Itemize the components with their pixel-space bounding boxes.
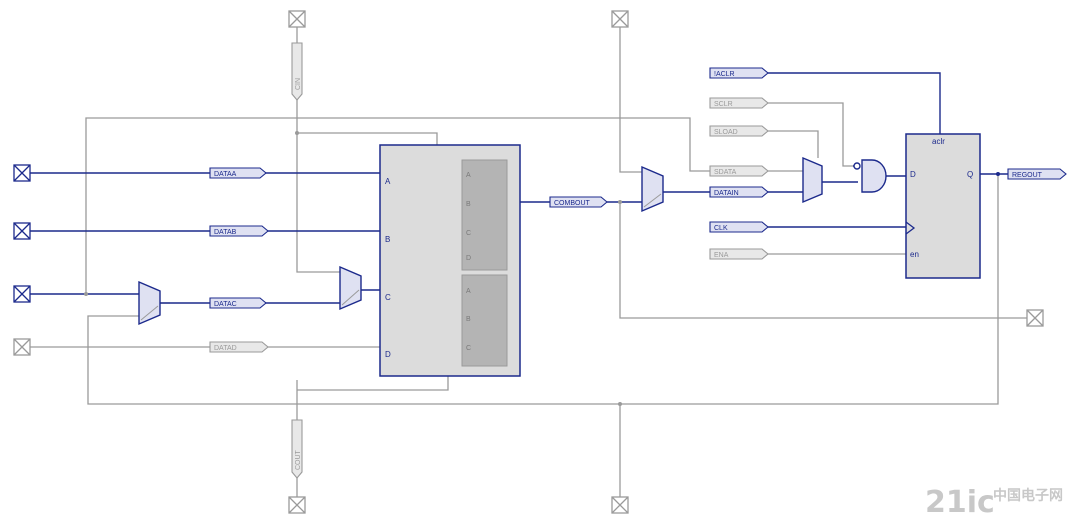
reg-d: D	[910, 170, 916, 179]
svg-text:DATAB: DATAB	[214, 229, 237, 236]
junctions	[84, 131, 1000, 406]
lut-block: A B C D A B C D A B C	[379, 144, 521, 377]
svg-text:COMBOUT: COMBOUT	[554, 200, 591, 207]
reg-q: Q	[967, 170, 973, 179]
sub-upper-b: B	[466, 201, 471, 208]
pin-datad	[13, 338, 31, 356]
pin-top-mid	[611, 10, 629, 28]
svg-text:DATAD: DATAD	[214, 345, 237, 352]
pin-cout	[288, 496, 306, 514]
lut-sub-lower	[461, 274, 508, 367]
svg-text:SCLR: SCLR	[714, 101, 733, 108]
svg-text:DATAA: DATAA	[214, 171, 237, 178]
svg-text:REGOUT: REGOUT	[1012, 172, 1043, 179]
mux-datac	[138, 280, 161, 326]
watermark: 21ic 中国电子网	[925, 485, 1063, 520]
svg-text:CLK: CLK	[714, 225, 728, 232]
mux-datain	[802, 156, 823, 204]
tag-regout: REGOUT	[1007, 168, 1067, 180]
svg-text:COUT: COUT	[295, 449, 302, 470]
tag-datad: DATAD	[209, 341, 269, 353]
pin-datab	[13, 222, 31, 240]
tag-combout: COMBOUT	[549, 196, 608, 208]
lut-input-a: A	[385, 177, 391, 186]
svg-text:SLOAD: SLOAD	[714, 129, 738, 136]
pin-bottom-mid	[611, 496, 629, 514]
tag-sdata: SDATA	[709, 165, 769, 177]
tag-datac: DATAC	[209, 297, 267, 309]
svg-text:!ACLR: !ACLR	[714, 71, 735, 78]
pin-right	[1026, 309, 1044, 327]
muxes	[138, 156, 823, 326]
svg-text:DATAC: DATAC	[214, 301, 237, 308]
watermark-brand: 21ic	[925, 485, 995, 520]
sub-lower-b: B	[466, 316, 471, 323]
svg-text:SDATA: SDATA	[714, 169, 737, 176]
lut-input-b: B	[385, 235, 390, 244]
lut-sub-upper	[461, 159, 508, 271]
register: aclr D Q en	[905, 133, 981, 279]
tag-aclr: !ACLR	[709, 67, 769, 79]
tag-ena: ENA	[709, 248, 769, 260]
tag-sload: SLOAD	[709, 125, 769, 137]
svg-text:CIN: CIN	[295, 78, 302, 90]
inactive-wires	[30, 27, 1027, 497]
tag-cin: CIN	[291, 42, 303, 101]
tag-clk: CLK	[709, 221, 769, 233]
svg-text:ENA: ENA	[714, 252, 729, 259]
sub-lower-a: A	[466, 288, 471, 295]
sub-upper-d: D	[466, 255, 471, 262]
mux-combout	[641, 165, 664, 213]
io-pins	[13, 10, 1044, 514]
sub-upper-a: A	[466, 172, 471, 179]
sub-upper-c: C	[466, 230, 471, 237]
tag-sclr: SCLR	[709, 97, 769, 109]
lut-input-c: C	[385, 293, 391, 302]
sub-lower-c: C	[466, 345, 471, 352]
svg-text:DATAIN: DATAIN	[714, 190, 739, 197]
tag-datab: DATAB	[209, 225, 269, 237]
reg-en: en	[910, 250, 919, 259]
pin-dataa	[13, 164, 31, 182]
lut-input-d: D	[385, 350, 391, 359]
pin-cin	[288, 10, 306, 28]
signal-tags: DATAA DATAB DATAC COMBOUT !ACLR DATAIN C…	[209, 42, 1067, 479]
tag-datain: DATAIN	[709, 186, 769, 198]
and-gate	[853, 159, 887, 193]
tag-cout: COUT	[291, 419, 303, 479]
tag-dataa: DATAA	[209, 167, 267, 179]
watermark-site: 中国电子网	[993, 487, 1063, 504]
reg-aclr: aclr	[932, 137, 945, 146]
mux-lut-c	[339, 265, 362, 311]
pin-datac	[13, 285, 31, 303]
